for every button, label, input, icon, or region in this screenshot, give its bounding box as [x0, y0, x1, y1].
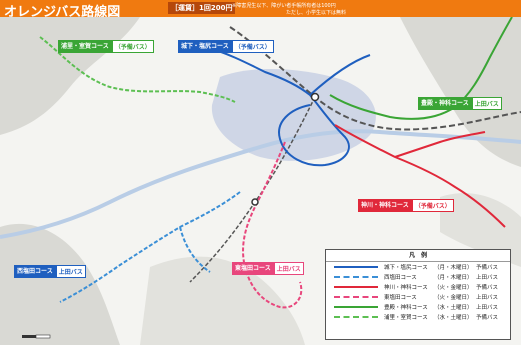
terrain-hills-south — [140, 256, 305, 345]
legend-line-swatch — [334, 266, 378, 268]
callout-nishi-shioda[interactable]: 西塩田コース 上田バス — [14, 265, 86, 278]
callout-higashi-shioda-name: 東塩田コース — [232, 262, 274, 275]
legend-course-name: 浦里・室賀コース — [384, 315, 428, 321]
station-shioda[interactable] — [251, 198, 259, 206]
callout-toyono-kamishina[interactable]: 豊殿・神科コース 上田バス — [418, 97, 502, 110]
station-ueda[interactable] — [310, 92, 320, 102]
callout-kamikawa-kamishina-type: （予備バス） — [411, 199, 454, 212]
callout-nishi-shioda-name: 西塩田コース — [14, 265, 56, 278]
callout-toyono-kamishina-type: 上田バス — [471, 97, 502, 110]
urban-area-center — [211, 68, 376, 161]
legend-row: 豊殿・神科コース （水・土曜日） 上田バス — [326, 302, 510, 312]
callout-higashi-shioda[interactable]: 東塩田コース 上田バス — [232, 262, 304, 275]
callout-nishi-shioda-type: 上田バス — [55, 265, 86, 278]
legend-course-bus-type: 予備バス — [476, 265, 499, 271]
callout-joka-shiojiri-type: （予備バス） — [231, 40, 274, 53]
legend-course-days: （水・土曜日） — [434, 315, 473, 321]
legend-line-swatch — [334, 296, 378, 298]
callout-urasato-muroga[interactable]: 浦里・室賀コース （予備バス） — [58, 40, 154, 53]
title-band: オレンジバス路線図 ［運賃］1回200円 ※障害児生以下、障がい者手帳所有者は1… — [0, 0, 521, 20]
route-joka-shiojiri[interactable] — [204, 46, 371, 167]
map-title: オレンジバス路線図 — [4, 5, 121, 20]
callout-toyono-kamishina-name: 豊殿・神科コース — [418, 97, 472, 110]
callout-joka-shiojiri-name: 城下・塩尻コース — [178, 40, 232, 53]
legend-line-swatch — [334, 316, 378, 318]
legend-course-bus-type: 上田バス — [476, 275, 499, 281]
legend-course-days: （水・土曜日） — [434, 305, 473, 311]
legend-row: 神川・神科コース （火・金曜日） 予備バス — [326, 282, 510, 292]
scale-bar-dark — [22, 335, 36, 338]
callout-joka-shiojiri[interactable]: 城下・塩尻コース （予備バス） — [178, 40, 274, 53]
legend-course-days: （火・金曜日） — [434, 285, 473, 291]
river — [0, 129, 521, 239]
legend: 凡 例 城下・塩尻コース （月・木曜日） 予備バス 西塩田コース （月・木曜日）… — [325, 249, 511, 340]
callout-urasato-muroga-type: （予備バス） — [111, 40, 154, 53]
stations — [251, 92, 320, 206]
legend-course-days: （月・木曜日） — [434, 275, 473, 281]
legend-course-name: 城下・塩尻コース — [384, 265, 428, 271]
urban-area — [211, 68, 376, 161]
legend-course-name: 東塩田コース — [384, 295, 417, 301]
callout-kamikawa-kamishina[interactable]: 神川・神科コース （予備バス） — [358, 199, 454, 212]
fare-note-1: ※障害児生以下、障がい者手帳所有者は100円 — [232, 3, 336, 9]
legend-row: 城下・塩尻コース （月・木曜日） 予備バス — [326, 262, 510, 272]
legend-course-bus-type: 上田バス — [476, 295, 499, 301]
route-nishi-shioda[interactable] — [59, 191, 241, 303]
terrain-mountains-southwest — [0, 223, 120, 345]
legend-line-swatch — [334, 286, 378, 288]
legend-line-swatch — [334, 306, 378, 308]
legend-course-days: （月・木曜日） — [434, 265, 473, 271]
callout-urasato-muroga-name: 浦里・室賀コース — [58, 40, 112, 53]
legend-course-name: 豊殿・神科コース — [384, 305, 428, 311]
route-kamikawa-kamishina[interactable] — [334, 124, 506, 228]
scale-bar — [22, 334, 51, 339]
legend-course-name: 神川・神科コース — [384, 285, 428, 291]
legend-course-name: 西塩田コース — [384, 275, 417, 281]
legend-course-bus-type: 予備バス — [476, 315, 499, 321]
callout-higashi-shioda-type: 上田バス — [273, 262, 304, 275]
terrain-hills-east — [440, 193, 521, 267]
legend-course-bus-type: 上田バス — [476, 305, 499, 311]
legend-row: 西塩田コース （月・木曜日） 上田バス — [326, 272, 510, 282]
route-urasato-muroga[interactable] — [39, 36, 236, 103]
railway-shinano — [229, 26, 521, 131]
legend-row: 東塩田コース （火・金曜日） 上田バス — [326, 292, 510, 302]
legend-line-swatch — [334, 276, 378, 278]
legend-course-bus-type: 予備バス — [476, 285, 499, 291]
legend-course-days: （火・金曜日） — [434, 295, 473, 301]
legend-title: 凡 例 — [326, 250, 510, 262]
fare-note-2: ただし、小学生以下は無料 — [286, 10, 347, 16]
fare-label: ［運賃］1回200円 — [168, 2, 236, 14]
legend-row: 浦里・室賀コース （水・土曜日） 予備バス — [326, 312, 510, 322]
chikuma-river — [0, 129, 521, 239]
scale-bar-light — [35, 334, 51, 339]
callout-kamikawa-kamishina-name: 神川・神科コース — [358, 199, 412, 212]
